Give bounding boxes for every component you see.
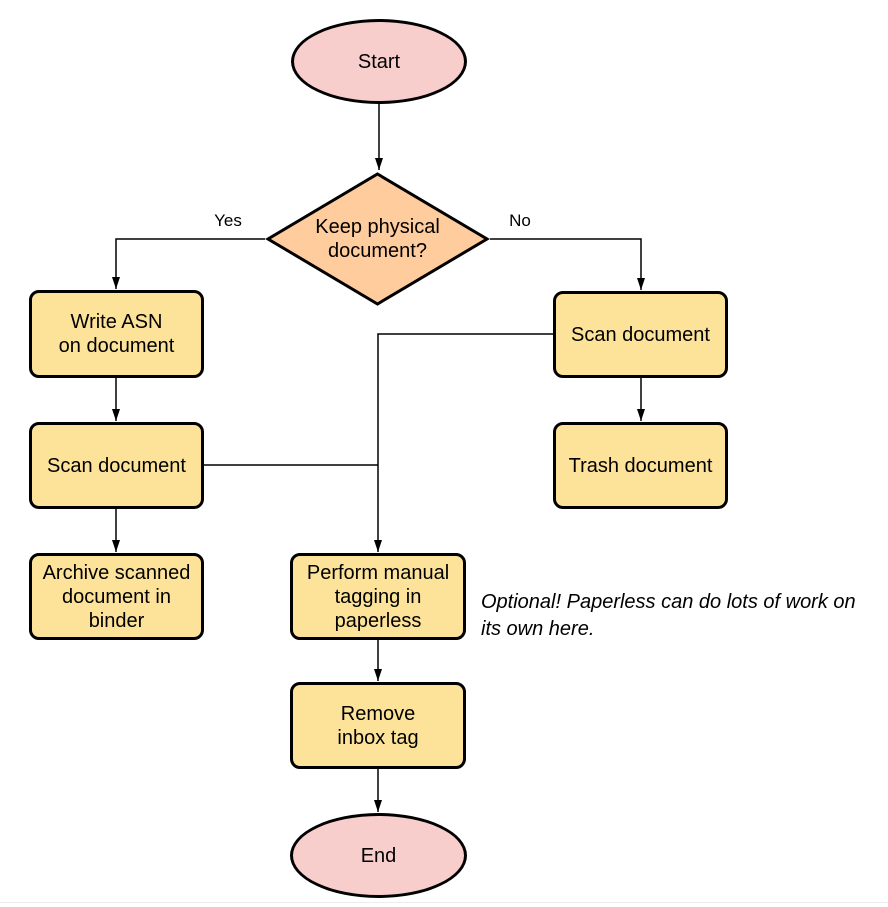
node-scan-document-left: Scan document <box>29 422 204 509</box>
node-label: Archive scanned document in binder <box>42 561 191 632</box>
node-end: End <box>290 813 467 898</box>
node-label: Trash document <box>568 454 713 477</box>
node-label: Start <box>357 50 401 73</box>
node-decision: Keep physical document? <box>265 172 490 306</box>
node-archive-binder: Archive scanned document in binder <box>29 553 204 640</box>
node-label: Scan document <box>47 454 186 477</box>
bottom-divider <box>0 902 888 903</box>
node-remove-inbox-tag: Remove inbox tag <box>290 682 466 769</box>
node-start: Start <box>291 19 467 104</box>
edge-scanright-to-tagging <box>374 333 553 552</box>
node-label: Write ASN on document <box>58 311 175 357</box>
edge-label-no: No <box>507 211 533 231</box>
edge-label-yes: Yes <box>212 211 244 231</box>
node-scan-document-right: Scan document <box>553 291 728 378</box>
edge-decision-no <box>490 238 645 290</box>
node-label: Perform manual tagging in paperless <box>306 561 450 632</box>
node-trash-document: Trash document <box>553 422 728 509</box>
node-manual-tagging: Perform manual tagging in paperless <box>290 553 466 640</box>
node-label: Remove inbox tag <box>337 702 419 749</box>
node-write-asn: Write ASN on document <box>29 290 204 378</box>
node-label: End <box>360 844 397 867</box>
node-label: Scan document <box>571 323 710 346</box>
edge-decision-yes <box>112 238 265 289</box>
annotation-note: Optional! Paperless can do lots of work … <box>481 591 856 640</box>
diamond-shape-icon <box>265 172 490 306</box>
node-label: Keep physical document? <box>315 216 440 262</box>
